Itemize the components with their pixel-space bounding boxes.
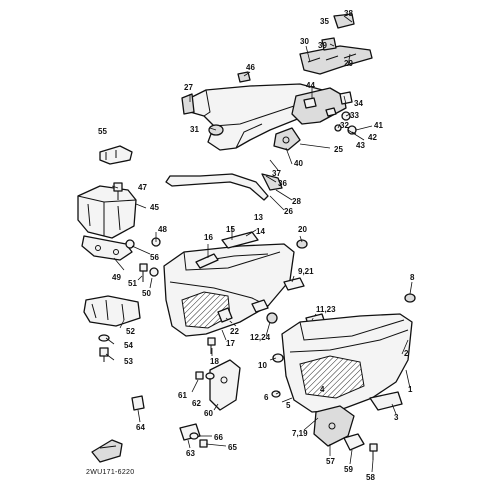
clip-22 xyxy=(217,307,233,323)
callout-35: 35 xyxy=(320,17,329,26)
callout-5: 5 xyxy=(286,401,291,410)
callout-60: 60 xyxy=(204,409,213,418)
callout-15: 15 xyxy=(226,225,235,234)
callout-53: 53 xyxy=(124,357,133,366)
callout-29: 29 xyxy=(344,59,353,68)
battery-box-45 xyxy=(77,185,137,239)
callout-44: 44 xyxy=(306,81,315,90)
callout-14: 14 xyxy=(256,227,265,236)
callout-62: 62 xyxy=(192,399,201,408)
rubber-mount-52 xyxy=(83,295,141,327)
drawing-code: 2WU171-6220 xyxy=(86,469,134,476)
callout-13: 13 xyxy=(254,213,263,222)
callout-labels: 38 35 39 30 29 46 27 44 31 34 33 32 41 4… xyxy=(98,9,415,482)
callout-2: 2 xyxy=(404,349,409,358)
callout-22: 22 xyxy=(230,327,239,336)
callout-59: 59 xyxy=(344,465,353,474)
callout-38: 38 xyxy=(344,9,353,18)
decal-9-21 xyxy=(283,277,305,291)
clip-55 xyxy=(99,145,133,165)
callout-66: 66 xyxy=(214,433,223,442)
callout-11-23: 11,23 xyxy=(316,305,336,314)
callout-26: 26 xyxy=(284,207,293,216)
callout-58: 58 xyxy=(366,473,375,482)
hinge-bracket xyxy=(273,127,301,151)
callout-6: 6 xyxy=(264,393,269,402)
callout-54: 54 xyxy=(124,341,133,350)
callout-55: 55 xyxy=(98,127,107,136)
callout-7-19: 7,19 xyxy=(292,429,308,438)
callout-39: 39 xyxy=(318,41,327,50)
callout-31: 31 xyxy=(190,125,199,134)
callout-1: 1 xyxy=(408,385,413,394)
callout-57: 57 xyxy=(326,457,335,466)
callout-63: 63 xyxy=(186,449,195,458)
callout-40: 40 xyxy=(294,159,303,168)
left-side-cover xyxy=(163,243,295,337)
callout-65: 65 xyxy=(228,443,237,452)
clip-59 xyxy=(343,433,365,451)
callout-8: 8 xyxy=(410,273,415,282)
callout-33: 33 xyxy=(350,111,359,120)
callout-61: 61 xyxy=(178,391,187,400)
callout-46: 46 xyxy=(246,63,255,72)
latch-cable xyxy=(165,173,283,201)
front-arrow-symbol xyxy=(91,439,123,463)
callout-47: 47 xyxy=(138,183,147,192)
emblem-14-15 xyxy=(195,231,259,269)
callout-20: 20 xyxy=(298,225,307,234)
callout-41: 41 xyxy=(374,121,383,130)
lower-bracket-57 xyxy=(313,405,355,447)
callout-42: 42 xyxy=(368,133,377,142)
washer-bolt-53-54 xyxy=(98,334,110,362)
callout-28: 28 xyxy=(292,197,301,206)
bracket-60 xyxy=(209,359,241,411)
bracket-49 xyxy=(81,235,133,261)
callout-30: 30 xyxy=(300,37,309,46)
damper-12-24 xyxy=(251,299,278,324)
callout-52: 52 xyxy=(126,327,135,336)
clip-64 xyxy=(131,395,145,411)
callout-51: 51 xyxy=(128,279,137,288)
callout-45: 45 xyxy=(150,203,159,212)
callout-50: 50 xyxy=(142,289,151,298)
callout-9-21: 9,21 xyxy=(298,267,314,276)
callout-64: 64 xyxy=(136,423,145,432)
bolt-washer-61-62 xyxy=(195,371,215,380)
bolt-65-66 xyxy=(189,432,208,448)
callout-32: 32 xyxy=(340,121,349,130)
callout-17: 17 xyxy=(226,339,235,348)
callout-43: 43 xyxy=(356,141,365,150)
bolt-18 xyxy=(207,337,216,354)
bolts-left xyxy=(113,182,161,282)
bracket-3 xyxy=(369,391,403,411)
callout-27: 27 xyxy=(184,83,193,92)
callout-18: 18 xyxy=(210,357,219,366)
callout-37: 37 xyxy=(272,169,281,178)
callout-12-24: 12,24 xyxy=(250,333,271,342)
callout-3: 3 xyxy=(394,413,399,422)
callout-4: 4 xyxy=(320,385,325,394)
bolt-58 xyxy=(369,443,378,460)
callout-36: 36 xyxy=(278,179,287,188)
grommet-20 xyxy=(296,239,308,249)
callout-25: 25 xyxy=(334,145,343,154)
right-side-cover xyxy=(281,313,413,413)
callout-10: 10 xyxy=(258,361,267,370)
callout-48: 48 xyxy=(158,225,167,234)
callout-49: 49 xyxy=(112,273,121,282)
grommet-8 xyxy=(404,293,416,303)
callout-16: 16 xyxy=(204,233,213,242)
seat-bracket xyxy=(299,45,373,75)
callout-34: 34 xyxy=(354,99,363,108)
grommet-10 xyxy=(272,353,284,363)
leader-lines xyxy=(105,15,413,473)
callout-56: 56 xyxy=(150,253,159,262)
